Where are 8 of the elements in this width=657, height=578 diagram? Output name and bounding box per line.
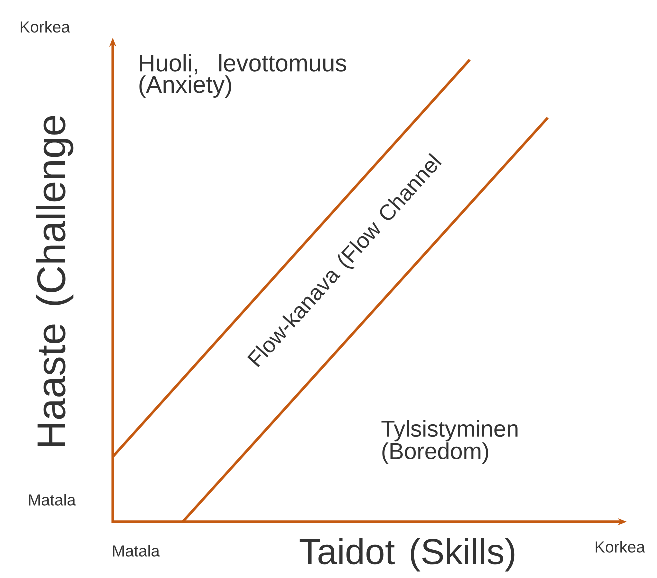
tick-label: Matala	[29, 494, 76, 506]
axis-title: Taidot (Skills)	[300, 538, 515, 572]
region-label: Huoli, levottomuus (Anxiety)	[140, 54, 346, 98]
region-label: Tylsistyminen (Boredom)	[382, 420, 518, 464]
tick-label: Matala	[113, 545, 160, 557]
tick-label: Korkea	[20, 21, 70, 33]
axis-title: Haaste (Challenge	[36, 116, 74, 446]
tick-label: Korkea	[596, 541, 646, 553]
